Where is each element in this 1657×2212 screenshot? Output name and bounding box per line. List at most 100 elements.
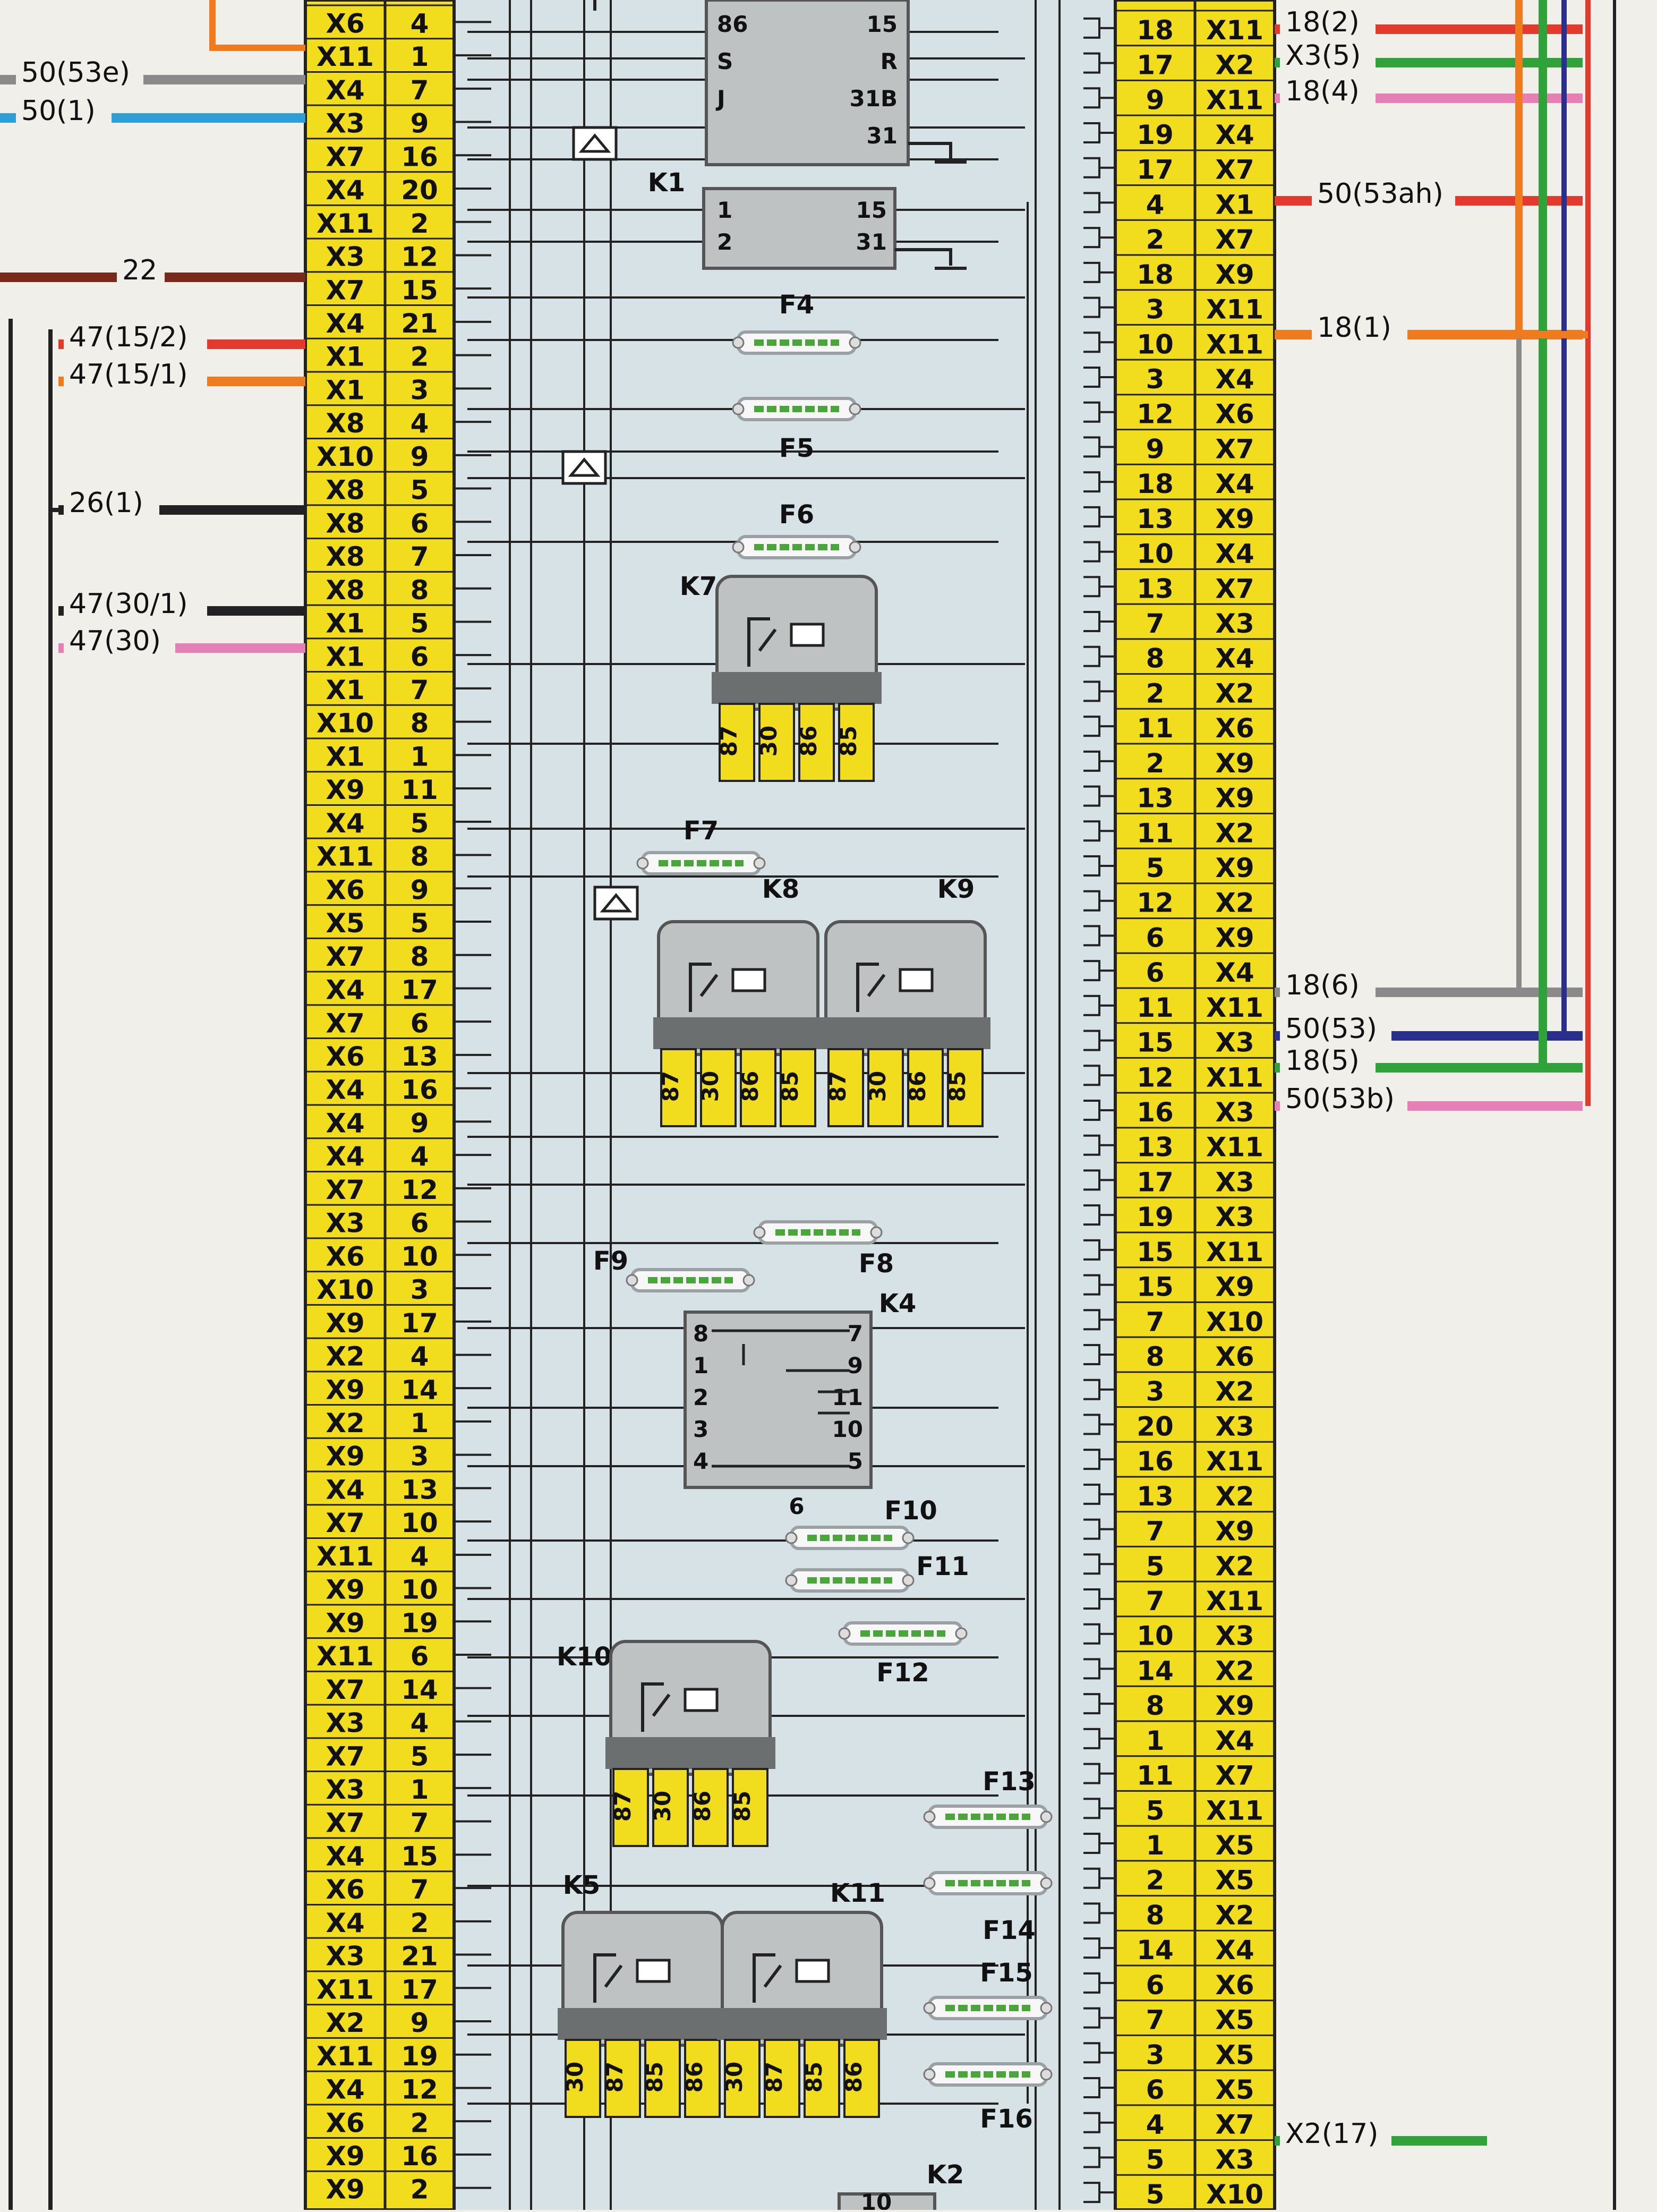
right-wire-label: 18(1) [1317,312,1391,344]
ignition-module-pin: 31B [850,86,898,112]
fuse-terminal [923,2068,936,2081]
ignition-module-pin: R [881,48,898,74]
right-strip-connector: X4 [1215,1935,1254,1966]
relay-k8-coil-symbol [731,968,766,992]
left-strip-pin: 9 [411,1108,429,1138]
right-strip-connector: X5 [1215,2005,1254,2036]
fuse-terminal [1040,1810,1053,1823]
relay-k2-label: K2 [927,2160,964,2190]
right-strip-connector: X3 [1215,1621,1254,1652]
relay-k11-coil-symbol [795,1959,830,1983]
left-strip-connector: X4 [326,1141,364,1172]
right-wire-label: 18(6) [1285,969,1360,1001]
left-strip-pin: 1 [411,1774,429,1805]
right-strip-pin: 18 [1137,469,1174,499]
relay-k9-pin-box [827,1048,864,1127]
fuse-terminal [902,1532,915,1544]
right-strip-pin: 3 [1146,2039,1165,2070]
relay-k2-pin: 10 [861,2189,892,2210]
left-strip-connector: X1 [326,608,364,639]
right-strip-connector: X11 [1206,1586,1263,1617]
relay-k7-label: K7 [680,572,718,601]
ground-symbol [895,248,967,270]
left-strip-connector: X7 [326,1741,364,1772]
left-strip-pin: 4 [411,8,429,39]
fuse-terminal [742,1274,755,1287]
left-strip-pin: 5 [411,808,429,839]
ground-symbol [908,142,967,164]
relay-k10-pin: 86 [689,1791,715,1822]
right-strip-connector: X11 [1206,992,1263,1023]
right-strip-pin: 15 [1137,1027,1174,1058]
left-strip-pin: 16 [401,2141,438,2172]
right-strip-pin: 6 [1146,2074,1165,2105]
relay-k2-body [838,2192,936,2212]
left-strip-pin: 14 [401,1374,438,1405]
left-strip-connector: X9 [326,1441,364,1472]
right-strip-connector: X9 [1215,748,1254,779]
left-strip-pin: 1 [411,741,429,772]
right-strip-connector: X6 [1215,399,1254,430]
left-strip-pin: 13 [401,1474,438,1505]
relay-k1-body [702,187,896,270]
right-strip-connector: X9 [1215,1516,1254,1547]
right-strip-connector: X7 [1215,573,1254,604]
right-strip-connector: X2 [1215,678,1254,709]
ignition-module-pin: J [715,86,725,112]
left-strip-pin: 13 [401,1041,438,1072]
right-strip-pin: 8 [1146,643,1165,674]
left-strip-pin: 7 [411,1874,429,1905]
left-strip-pin: 20 [401,175,438,206]
left-strip-connector: X4 [326,2074,364,2105]
left-strip-connector: X2 [326,2007,364,2038]
left-strip-pin: 4 [411,1141,429,1172]
relay-k8-pin-box [780,1048,816,1127]
diode-symbol [578,133,611,153]
relay-k5-pin-box [604,2039,641,2118]
right-strip-pin: 12 [1137,1062,1174,1093]
diode-symbol [568,457,601,477]
left-strip-pin: 8 [411,941,429,972]
left-strip-pin: 9 [411,108,429,139]
left-strip-pin: 5 [411,1741,429,1772]
left-strip-connector: X9 [326,2141,364,2172]
left-strip-pin: 17 [401,975,438,1006]
fuse-terminal [849,541,861,554]
left-strip-connector: X7 [326,1508,364,1538]
relay-k4-internal [712,1329,850,1468]
left-strip-connector: X8 [326,541,364,572]
left-strip-connector: X3 [326,1774,364,1805]
left-strip-connector: X4 [326,1841,364,1871]
left-strip-pin: 21 [401,1941,438,1972]
diode-d2 [561,450,607,485]
fuse-f16: F16 [923,2062,1053,2134]
right-strip-connector: X11 [1206,1132,1263,1163]
relay-k11-pin: 86 [841,2062,867,2092]
right-strip-pin: 2 [1146,1865,1165,1896]
right-strip-pin: 13 [1137,573,1174,604]
relay-k7-pin: 85 [835,726,861,756]
relay-k4-pin: 2 [693,1384,708,1410]
right-strip-connector: X11 [1206,84,1263,115]
left-strip-connector: X6 [326,1874,364,1905]
right-strip-connector: X2 [1215,1655,1254,1686]
left-wire-label-bg [16,96,112,125]
left-strip-connector: X6 [326,2107,364,2138]
right-strip-connector: X2 [1215,1481,1254,1512]
relay-k10-label: K10 [557,1642,612,1672]
left-strip-connector: X6 [326,1241,364,1272]
fuse-label: F6 [779,500,814,530]
right-wire-label: 50(53b) [1285,1083,1395,1115]
relay-k8-pin: 87 [657,1071,684,1102]
relay-k8-pin: 30 [697,1071,723,1102]
fuse-terminal [732,336,745,349]
right-strip-pin: 5 [1146,1551,1165,1581]
relay-k10-pin-box [732,1768,768,1847]
fuse-terminal [636,857,649,870]
fuse-f13: F13 [923,1767,1053,1829]
fuse-terminal [1040,1877,1053,1890]
relay-k10-pin-box [612,1768,649,1847]
